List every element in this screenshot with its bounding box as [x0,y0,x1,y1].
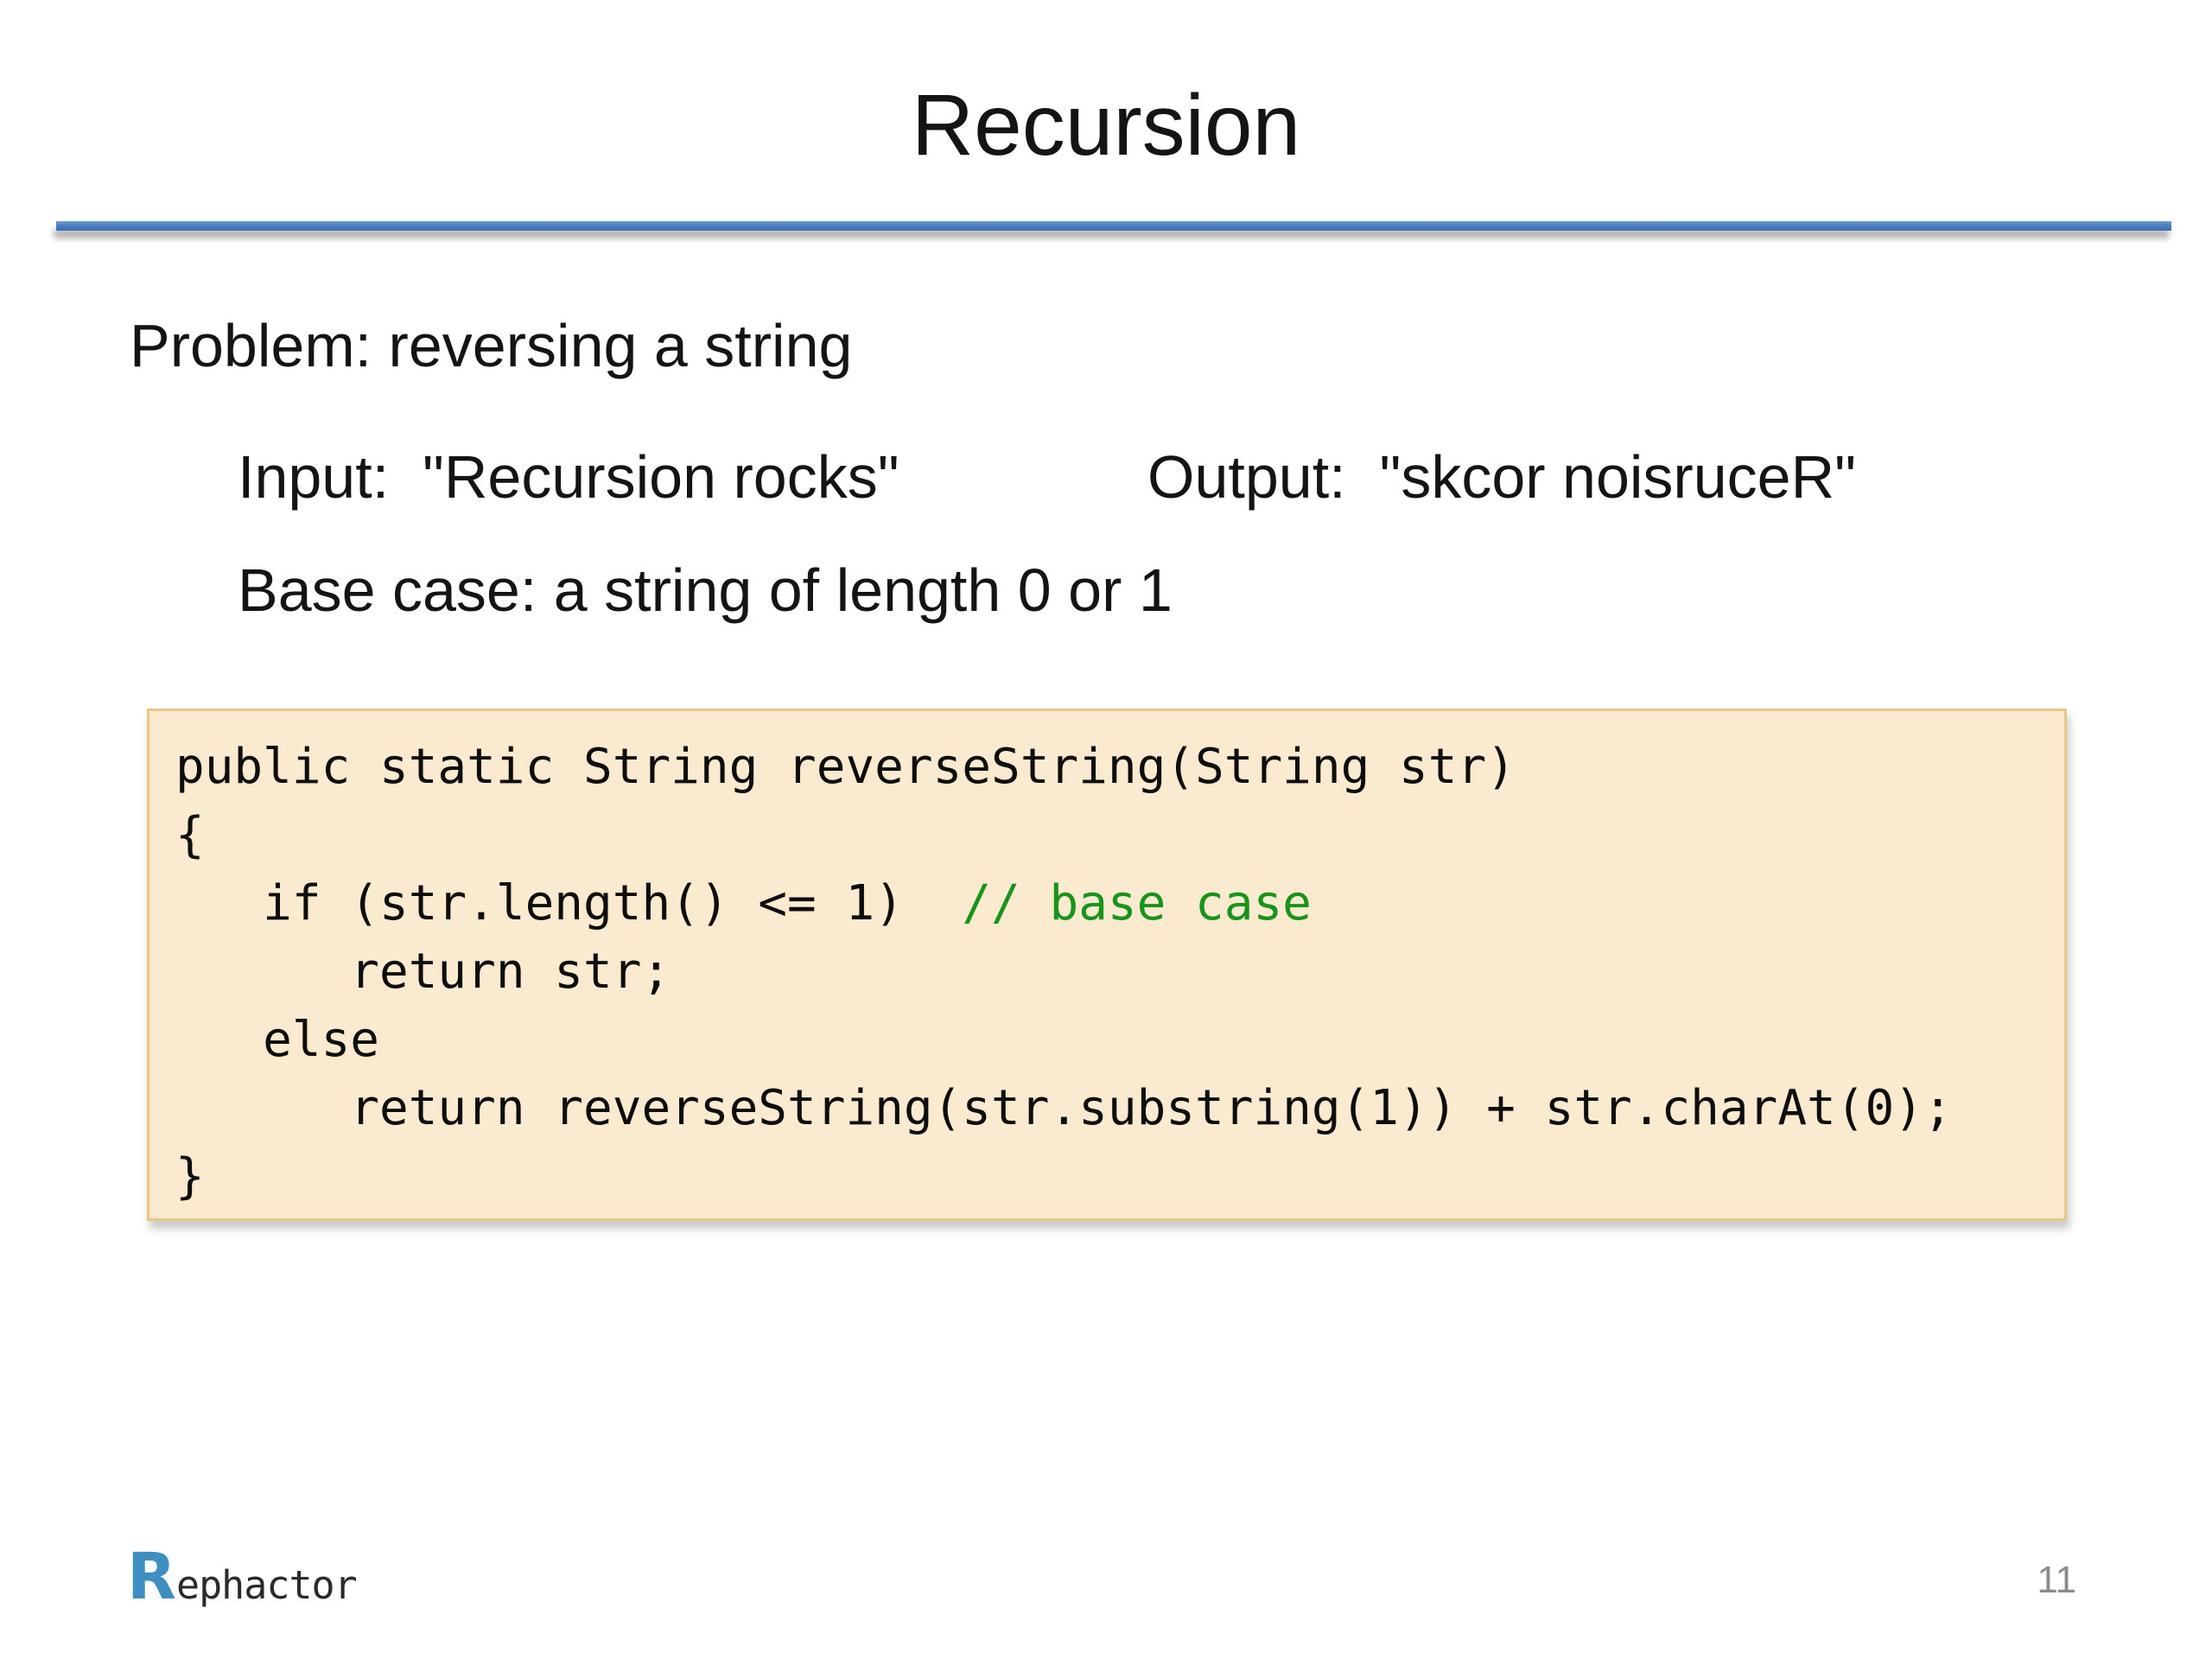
code-line: return reverseString(str.substring(1)) +… [175,1080,1953,1136]
code-line: { [175,807,205,863]
code-line: return str; [175,944,671,1000]
title-underline-rule [56,221,2171,231]
slide-title: Recursion [911,77,1301,174]
input-example: Input: "Recursion rocks" [238,443,899,511]
rephactor-logo-text: ephactor [175,1562,358,1608]
code-line: if (str.length() <= 1) // base case [175,875,1312,931]
code-comment: // base case [962,875,1312,931]
code-line: } [175,1148,205,1205]
page-number: 11 [2037,1559,2076,1601]
code-line: public static String reverseString(Strin… [175,739,1516,795]
output-example: Output: "skcor noisruceR" [1147,443,1857,511]
problem-statement: Problem: reversing a string [130,312,853,379]
code-line: else [175,1012,380,1068]
base-case-statement: Base case: a string of length 0 or 1 [238,556,1173,624]
rephactor-logo-initial: R [127,1540,176,1614]
code-block: public static String reverseString(Strin… [147,709,2067,1221]
